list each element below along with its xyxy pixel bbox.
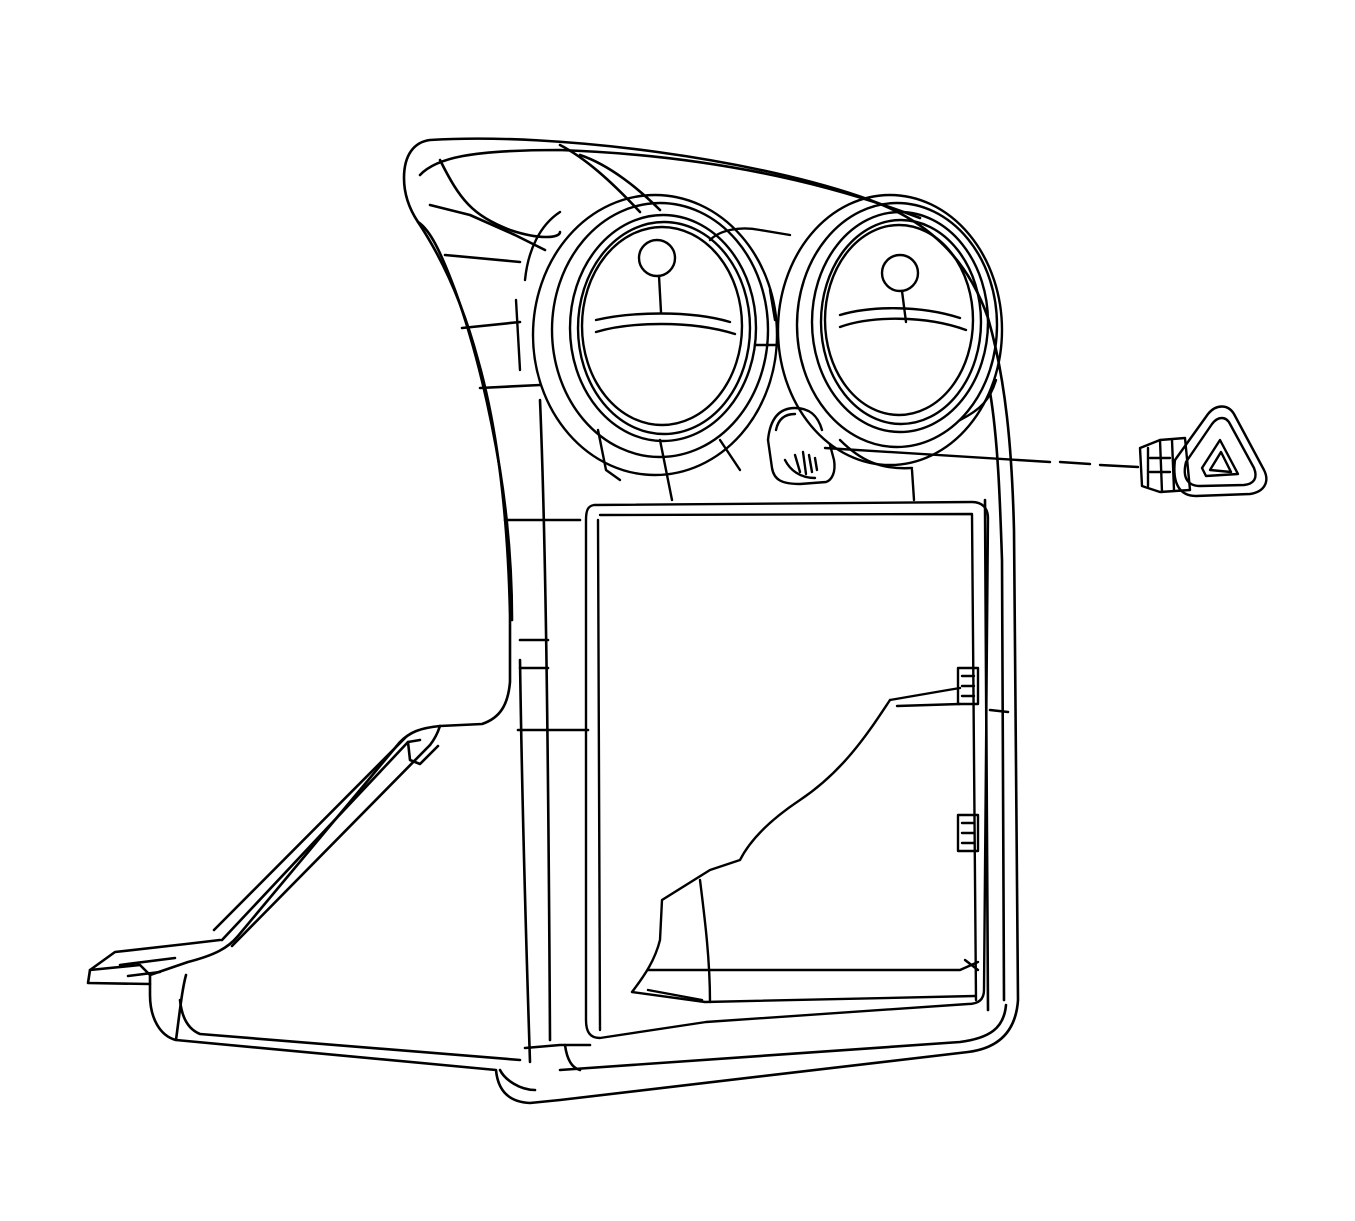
pocket-clip-lower [956, 813, 980, 853]
switch-opening [766, 406, 836, 486]
warning-triangle-icon [1173, 405, 1268, 498]
storage-pocket [584, 500, 990, 1040]
leader-line [823, 446, 1140, 469]
center-bezel [86, 137, 1020, 1105]
pocket-clip-upper [956, 666, 980, 706]
left-air-vent [514, 193, 779, 502]
hazard-switch [1138, 405, 1268, 498]
right-air-vent [708, 193, 1004, 502]
